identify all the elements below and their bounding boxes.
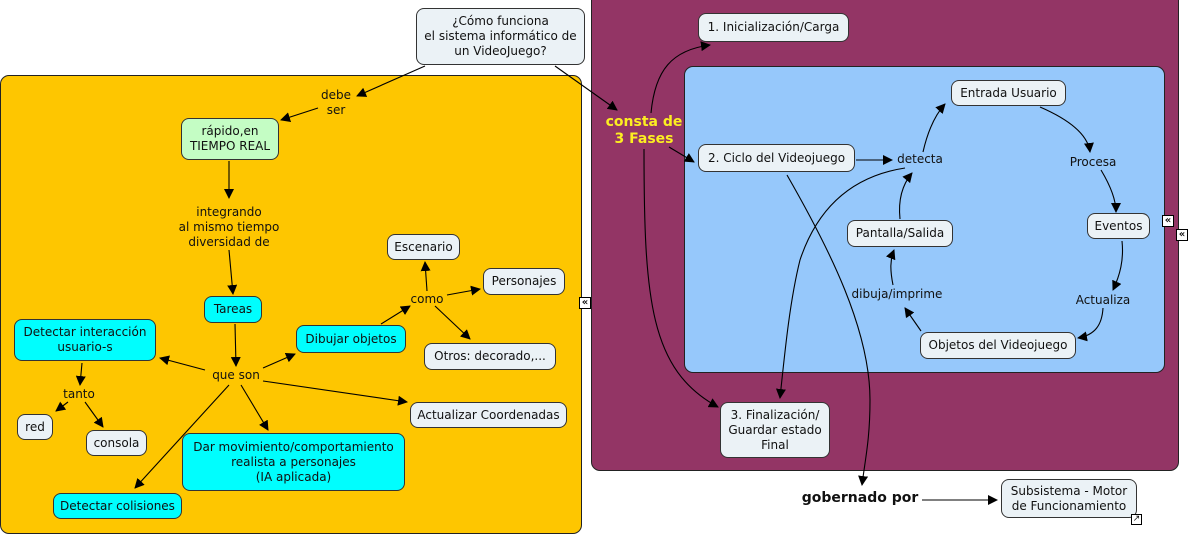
node-fase3-finalizacion[interactable]: 3. Finalización/ Guardar estado Final xyxy=(720,402,830,458)
link-label-como: como xyxy=(410,292,444,306)
collapse-blue-group-icon[interactable]: « xyxy=(1162,215,1174,227)
link-label-actualiza: Actualiza xyxy=(1075,293,1131,307)
node-subsistema-motor[interactable]: Subsistema - Motor de Funcionamiento xyxy=(1001,479,1137,518)
link-label-integrando: integrando al mismo tiempo diversidad de xyxy=(178,205,280,249)
link-label-que-son: que son xyxy=(212,368,260,382)
node-objetos-videojuego[interactable]: Objetos del Videojuego xyxy=(920,332,1076,359)
node-dibujar-objetos[interactable]: Dibujar objetos xyxy=(296,325,406,353)
node-entrada-usuario[interactable]: Entrada Usuario xyxy=(951,80,1066,106)
node-escenario[interactable]: Escenario xyxy=(387,234,460,260)
link-label-procesa: Procesa xyxy=(1069,155,1117,169)
node-fase1-inicializacion[interactable]: 1. Inicialización/Carga xyxy=(698,13,849,42)
link-label-gobernado-por: gobernado por xyxy=(801,490,919,506)
link-label-dibuja-imprime: dibuja/imprime xyxy=(851,287,943,301)
node-red[interactable]: red xyxy=(17,414,53,440)
link-label-consta-de: consta de 3 Fases xyxy=(605,114,683,147)
node-actualizar-coordenadas[interactable]: Actualizar Coordenadas xyxy=(410,402,567,428)
link-label-debe-ser: debe ser xyxy=(321,88,351,117)
node-rapido-tiempo-real[interactable]: rápido,en TIEMPO REAL xyxy=(181,118,279,160)
node-otros[interactable]: Otros: decorado,... xyxy=(424,343,556,370)
node-consola[interactable]: consola xyxy=(86,430,147,456)
link-label-tanto: tanto xyxy=(63,387,95,401)
collapse-purple-group-icon[interactable]: « xyxy=(1176,229,1188,241)
node-dar-movimiento[interactable]: Dar movimiento/comportamiento realista a… xyxy=(182,433,405,491)
node-tareas[interactable]: Tareas xyxy=(204,296,262,323)
node-fase2-ciclo[interactable]: 2. Ciclo del Videojuego xyxy=(698,144,855,172)
node-detectar-interaccion[interactable]: Detectar interacción usuario-s xyxy=(14,319,156,361)
collapse-yellow-group-icon[interactable]: « xyxy=(579,297,591,309)
external-link-icon[interactable]: ↗ xyxy=(1131,514,1142,525)
node-detectar-colisiones[interactable]: Detectar colisiones xyxy=(53,493,182,519)
node-pantalla-salida[interactable]: Pantalla/Salida xyxy=(847,220,953,247)
link-label-detecta: detecta xyxy=(897,152,943,166)
node-personajes[interactable]: Personajes xyxy=(483,268,565,295)
node-eventos[interactable]: Eventos xyxy=(1087,213,1150,239)
node-root-question[interactable]: ¿Cómo funciona el sistema informático de… xyxy=(416,8,585,65)
